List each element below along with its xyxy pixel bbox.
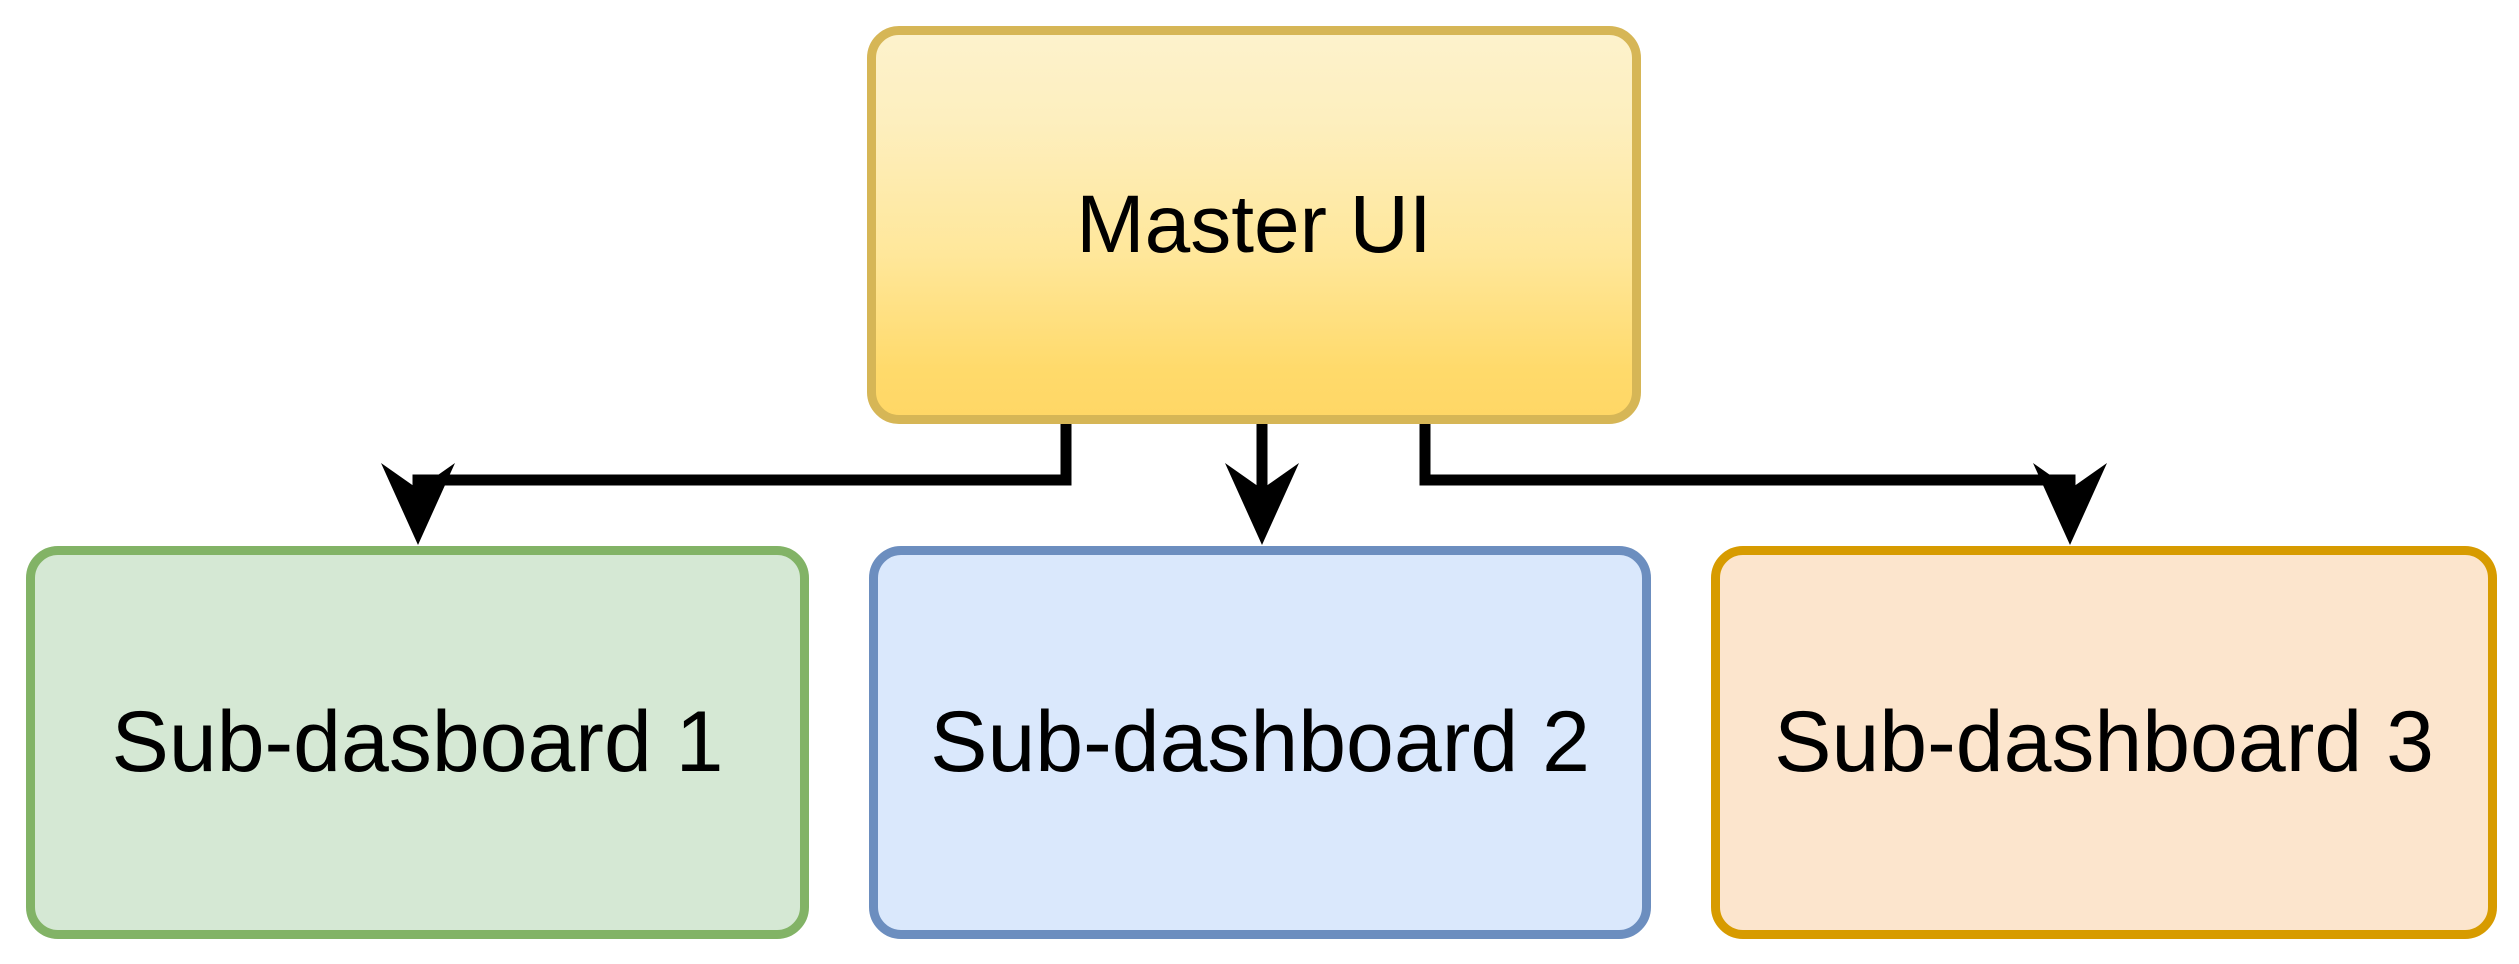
- arrowhead-sub3: [2033, 463, 2107, 545]
- node-sub-dashboard-3[interactable]: Sub-dashboard 3: [1711, 546, 2497, 939]
- node-sub-dashboard-1[interactable]: Sub-dasboard 1: [26, 546, 809, 939]
- edge-master-to-sub3: [1419, 424, 2107, 545]
- edge-master-to-sub1: [381, 424, 1072, 545]
- node-sub-dashboard-2[interactable]: Sub-dashboard 2: [869, 546, 1651, 939]
- arrowhead-sub1: [381, 463, 455, 545]
- node-sub-dashboard-3-label: Sub-dashboard 3: [1774, 694, 2434, 791]
- edge-master-to-sub2: [1225, 424, 1299, 545]
- node-sub-dashboard-1-label: Sub-dasboard 1: [111, 694, 724, 791]
- node-sub-dashboard-2-label: Sub-dashboard 2: [930, 694, 1590, 791]
- arrowhead-sub2: [1225, 463, 1299, 545]
- node-master-ui-label: Master UI: [1076, 178, 1432, 270]
- node-master-ui[interactable]: Master UI: [867, 26, 1641, 424]
